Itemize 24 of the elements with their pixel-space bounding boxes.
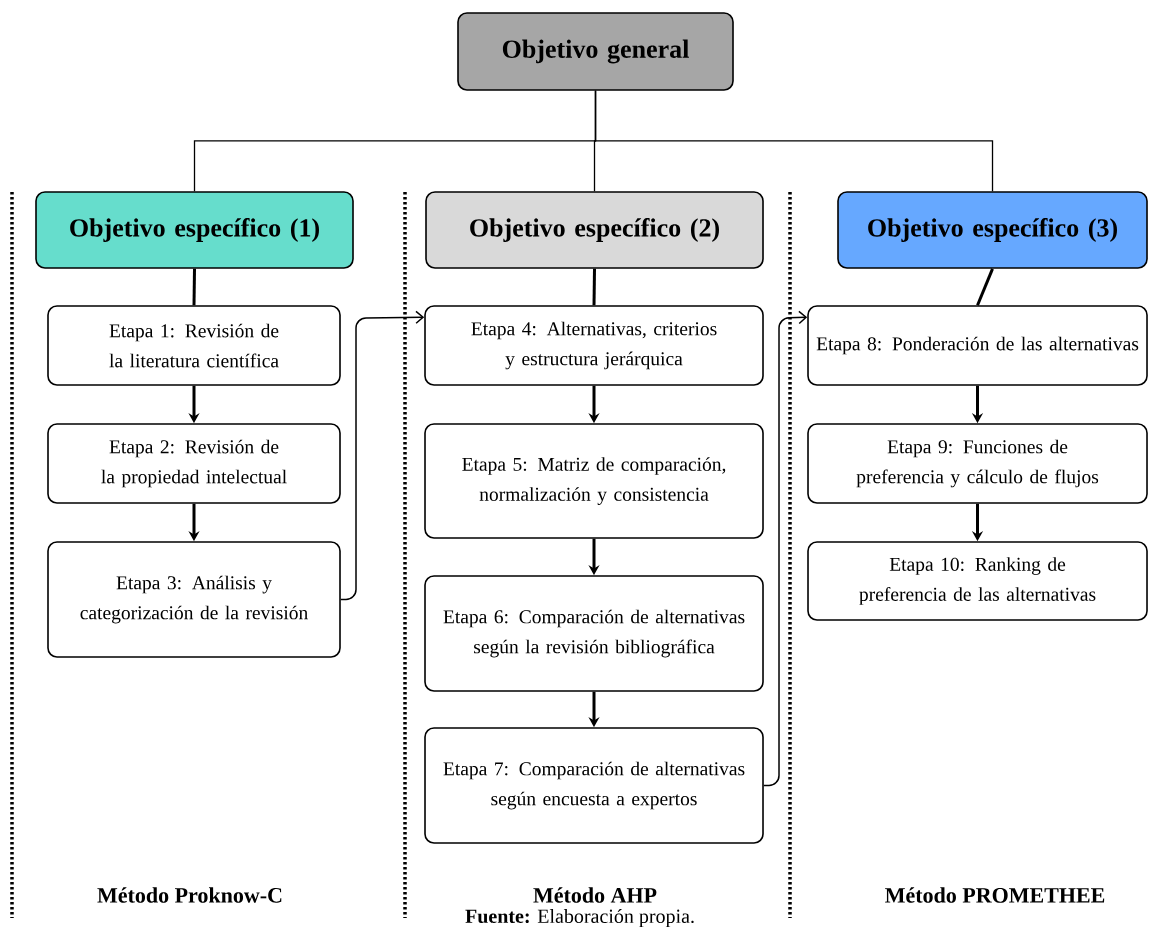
objective-box: Objetivo general	[457, 12, 734, 91]
method-label: Método Proknow-C	[97, 887, 282, 903]
connector-line	[594, 90, 994, 192]
method-label: Método AHP	[533, 887, 657, 903]
stage-box: Etapa 7: Comparación de alternativas según encuesta a expertos	[424, 727, 764, 844]
curved-arrow	[340, 310, 425, 601]
stage-box: Etapa 3: Análisis y categorización de la revisión	[47, 541, 341, 658]
stage-box: Etapa 1: Revisión de la literatura científica	[47, 305, 341, 386]
curved-arrow	[763, 310, 808, 787]
stage-box: Etapa 9: Funciones de preferencia y cálculo de flujos	[807, 423, 1148, 504]
caption: Fuente: Elaboración propia.	[465, 908, 694, 928]
connector-line	[976, 268, 994, 306]
objective-box: Objetivo específico (1)	[35, 191, 354, 269]
stage-box: Etapa 6: Comparación de alternativas según la revisión bibliográfica	[424, 575, 764, 692]
connector-line	[592, 268, 596, 306]
stage-box: Etapa 5: Matriz de comparación, normalización y consistencia	[424, 423, 764, 539]
objective-box: Objetivo específico (2)	[425, 191, 764, 269]
connector-line	[192, 268, 196, 306]
objective-box: Objetivo específico (3)	[837, 191, 1148, 269]
method-label: Método PROMETHEE	[885, 887, 1105, 903]
stage-box: Etapa 4: Alternativas, criterios y estructura jerárquica	[424, 305, 764, 386]
stage-box: Etapa 10: Ranking de preferencia de las alternativas	[807, 541, 1148, 621]
stage-box: Etapa 2: Revisión de la propiedad intelectual	[47, 423, 341, 504]
stage-box: Etapa 8: Ponderación de las alternativas	[807, 305, 1148, 386]
